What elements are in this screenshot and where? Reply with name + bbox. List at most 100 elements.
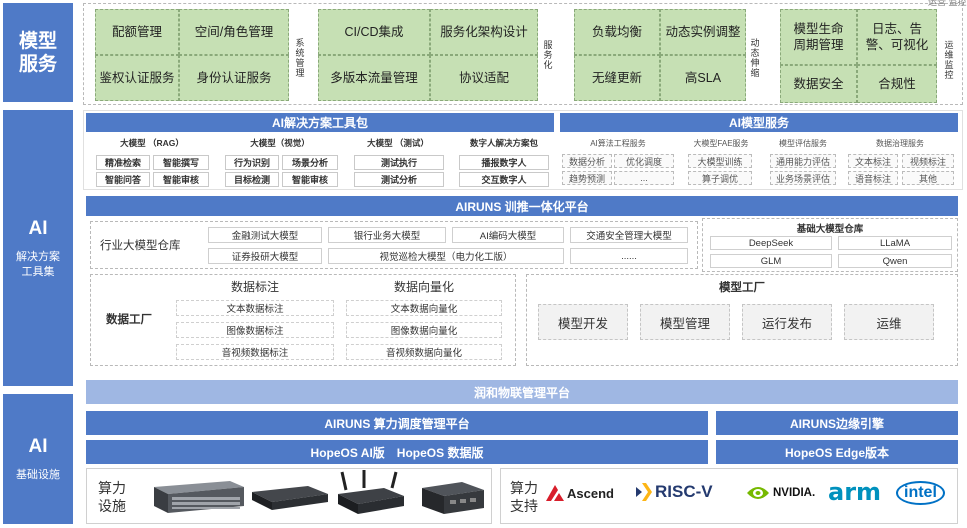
cell-space-role-mgmt-text: 空间/角色管理 (194, 25, 274, 39)
toolkit-item: 行为识别 (225, 155, 279, 170)
base-repo-label: 基础大模型仓库 (796, 224, 864, 235)
service-item: 通用能力评估 (770, 154, 836, 168)
toolkit-group-vision-title: 大模型（视觉） (250, 138, 310, 148)
cell-compliance-text: 合规性 (878, 77, 916, 91)
annotation-item: 文本数据标注 (176, 300, 334, 316)
annotation-item: 图像数据标注 (176, 322, 334, 338)
cell-high-sla-text: 高SLA (684, 71, 722, 85)
base-model-llama: LLaMA (838, 236, 952, 250)
toolkit-item: 精准检索 (96, 155, 150, 170)
toolkit-item: 交互数字人 (459, 172, 549, 187)
label-serviceization: 服务化 (543, 40, 553, 70)
service-item: 文本标注 (848, 154, 898, 168)
ascend-mark-icon (546, 485, 564, 501)
cell-dynamic-instance-text: 动态实例调整 (665, 25, 741, 39)
service-item: 趋势预测 (562, 171, 612, 185)
cell-quota-mgmt-text: 配额管理 (111, 25, 162, 39)
cell-service-arch: 服务化架构设计 (430, 9, 538, 55)
compute-support-label-1: 算力 (510, 480, 538, 496)
cell-protocol-adapt: 协议适配 (430, 55, 538, 101)
cell-seamless-update: 无缝更新 (574, 55, 660, 101)
model-service-label-1: 模型 (18, 30, 57, 52)
compute-support-label: 算力 支持 (510, 479, 538, 515)
toolkit-group-rag-title: 大模型 （RAG） (120, 138, 184, 148)
service-item: 数据分析 (562, 154, 612, 168)
service-item: 其他 (902, 171, 954, 185)
toolkit-item: 目标检测 (225, 172, 279, 187)
model-factory-label: 模型工厂 (719, 282, 765, 294)
vectorize-item: 文本数据向量化 (346, 300, 502, 316)
ascend-logo: Ascend (546, 485, 614, 501)
ai-infra-small: 基础设施 (16, 469, 60, 481)
cell-space-role-mgmt: 空间/角色管理 (179, 9, 289, 55)
ai-model-service-title: AI模型服务 (560, 113, 958, 132)
nvidia-logo: NVIDIA. (746, 485, 815, 501)
ai-toolkit-title: AI解决方案工具包 (86, 113, 554, 132)
cell-multi-version-text: 多版本流量管理 (330, 71, 418, 85)
arm-text: arm (828, 478, 882, 506)
server-box-icon (252, 486, 328, 510)
industry-repo-item: 交通安全管理大模型 (570, 227, 688, 243)
cell-seamless-update-text: 无缝更新 (591, 71, 642, 85)
hopeos-edge-bar: HopeOS Edge版本 (716, 440, 958, 464)
service-item: ... (614, 171, 674, 185)
riscv-text: RISC-V (655, 482, 713, 501)
ai-solution-small-2: 工具集 (21, 265, 55, 278)
label-elastic: 动态伸缩 (750, 38, 760, 78)
vectorize-item: 音视频数据向量化 (346, 344, 502, 360)
toolkit-item: 智能撰写 (153, 155, 209, 170)
service-group-fae-title: 大模型FAE服务 (693, 139, 749, 148)
industry-repo-item: AI编码大模型 (452, 227, 564, 243)
sidebar-ai-infra: AI 基础设施 (3, 394, 73, 524)
intel-logo: intel (896, 481, 945, 505)
cell-protocol-adapt-text: 协议适配 (458, 71, 509, 85)
cell-model-lifecycle: 模型生命周期管理 (780, 9, 857, 65)
cell-compliance: 合规性 (857, 65, 937, 103)
cell-log-alarm-text: 日志、告警、可视化 (865, 22, 929, 52)
arm-logo: arm (828, 478, 881, 506)
cell-cicd: CI/CD集成 (318, 9, 430, 55)
label-ops-monitor: 运维监控 (944, 40, 954, 80)
industry-repo-item: ...... (570, 248, 688, 264)
cell-auth-service: 鉴权认证服务 (95, 55, 179, 101)
iot-platform-bar: 润和物联管理平台 (86, 380, 958, 404)
toolkit-item: 测试执行 (354, 155, 444, 170)
model-factory-item: 模型管理 (640, 304, 730, 340)
top-right-cutoff: 运营 监控 (928, 0, 967, 7)
model-factory-item: 运维 (844, 304, 934, 340)
riscv-mark-icon (636, 483, 652, 501)
cell-data-security-text: 数据安全 (793, 77, 844, 91)
compute-devices-label-2: 设施 (98, 498, 126, 514)
industry-repo-item: 视觉巡检大模型（电力化工版） (328, 248, 564, 264)
label-system-mgmt: 系统管理 (295, 38, 305, 78)
industry-repo-item: 银行业务大模型 (328, 227, 446, 243)
toolkit-item: 智能审核 (153, 172, 209, 187)
cell-data-security: 数据安全 (780, 65, 857, 103)
toolkit-item: 智能问答 (96, 172, 150, 187)
service-item: 语音标注 (848, 171, 898, 185)
compute-devices-label: 算力 设施 (98, 479, 126, 515)
toolkit-group-digital-human-title: 数字人解决方案包 (469, 138, 538, 148)
toolkit-item: 场景分析 (282, 155, 338, 170)
service-group-eval-title: 模型评估服务 (779, 139, 827, 148)
service-item: 优化调度 (614, 154, 674, 168)
cell-cicd-text: CI/CD集成 (344, 25, 404, 39)
riscv-logo: RISC-V (636, 482, 713, 502)
sidebar-model-service: 模型 服务 (3, 3, 73, 102)
toolkit-item: 智能审核 (282, 172, 338, 187)
industry-repo-item: 证券投研大模型 (208, 248, 322, 264)
server-rack-icon (154, 481, 244, 513)
toolkit-item: 测试分析 (354, 172, 444, 187)
cell-identity-service-text: 身份认证服务 (196, 71, 272, 85)
cell-load-balance: 负载均衡 (574, 9, 660, 55)
cell-service-arch-text: 服务化架构设计 (440, 25, 528, 39)
cell-dynamic-instance: 动态实例调整 (660, 9, 746, 55)
intel-text: intel (896, 481, 945, 505)
hopeos-ai-bar: HopeOS AI版 HopeOS 数据版 (86, 440, 708, 464)
annotation-title: 数据标注 (230, 280, 279, 294)
compute-scheduler-bar: AIRUNS 算力调度管理平台 (86, 411, 708, 435)
compute-support-label-2: 支持 (510, 498, 538, 514)
toolkit-group-test-title: 大模型 （测试） (367, 138, 429, 148)
model-factory-item: 运行发布 (742, 304, 832, 340)
nvidia-text: NVIDIA. (773, 487, 816, 499)
